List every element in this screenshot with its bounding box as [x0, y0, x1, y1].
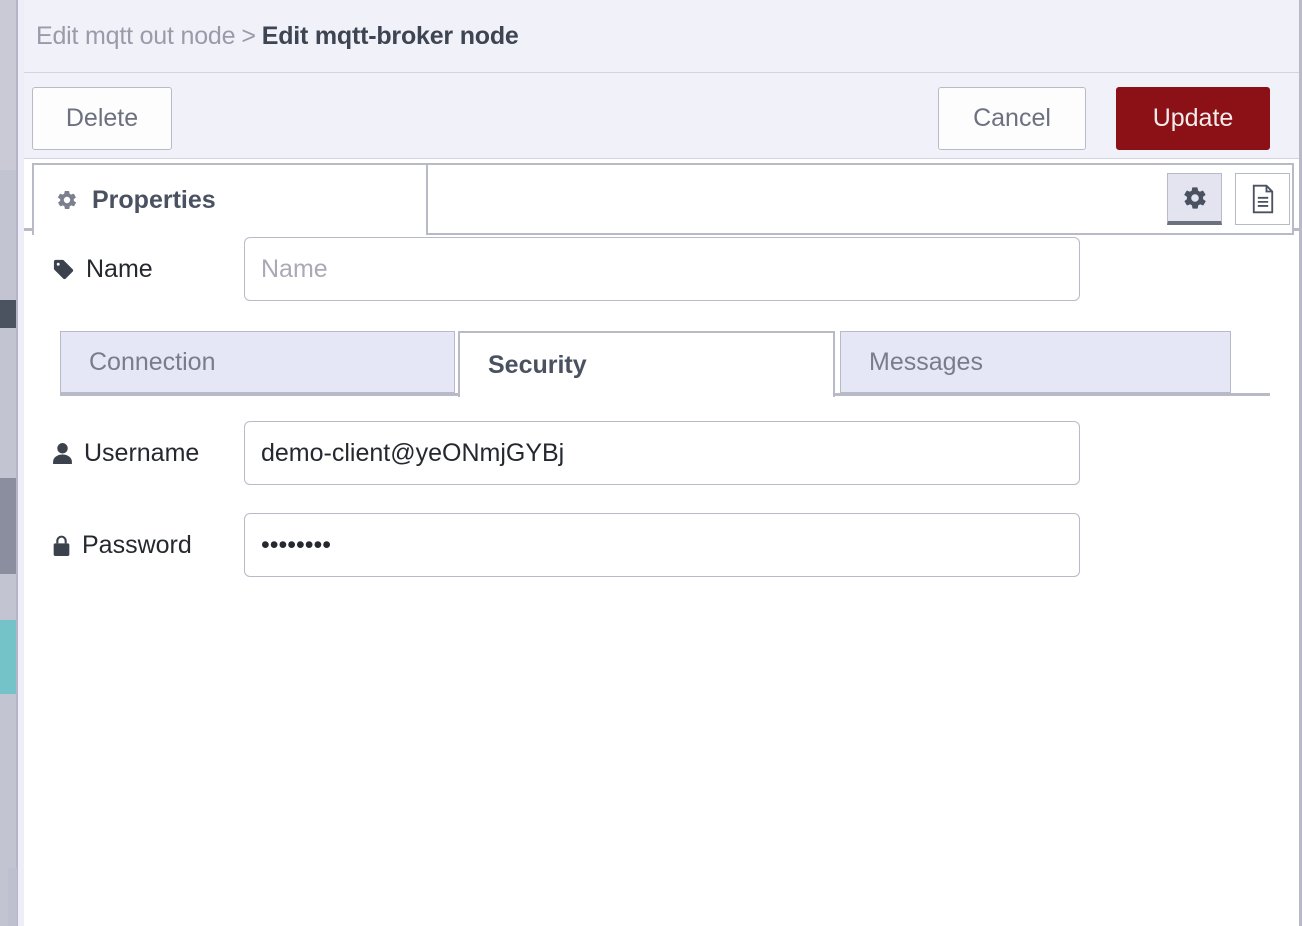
gear-icon — [56, 189, 78, 211]
canvas-edge-sliver — [0, 0, 18, 926]
breadcrumb-parent[interactable]: Edit mqtt out node — [36, 21, 236, 50]
tag-icon — [52, 258, 75, 281]
canvas-node-fragment — [0, 620, 18, 694]
name-label-text: Name — [86, 254, 153, 283]
delete-button[interactable]: Delete — [32, 87, 172, 150]
lock-icon — [52, 534, 71, 557]
edit-node-dialog: Edit mqtt out node>Edit mqtt-broker node… — [24, 0, 1302, 926]
breadcrumb-current: Edit mqtt-broker node — [261, 21, 519, 50]
username-label: Username — [24, 439, 244, 468]
name-row: Name — [24, 237, 1080, 301]
username-label-text: Username — [84, 438, 200, 467]
dialog-header: Edit mqtt out node>Edit mqtt-broker node — [24, 0, 1302, 73]
settings-subtabs: Connection Security Messages — [24, 331, 1302, 399]
password-input[interactable] — [244, 513, 1080, 577]
password-row: Password — [24, 513, 1080, 577]
breadcrumb: Edit mqtt out node>Edit mqtt-broker node — [36, 22, 519, 51]
canvas-node-fragment — [0, 478, 18, 574]
dialog-body: Name Connection Security Messages Userna… — [24, 231, 1302, 926]
tab-properties[interactable]: Properties — [32, 163, 428, 235]
password-label: Password — [24, 531, 244, 560]
tab-strip-empty-region — [428, 163, 1294, 235]
password-label-text: Password — [82, 530, 192, 559]
user-icon — [52, 442, 73, 465]
description-icon — [1250, 184, 1276, 214]
tab-properties-label: Properties — [92, 185, 216, 214]
panel-gap — [18, 0, 24, 926]
update-button[interactable]: Update — [1116, 87, 1270, 150]
gear-tool-button[interactable] — [1167, 173, 1222, 225]
subtab-security[interactable]: Security — [458, 331, 835, 397]
username-input[interactable] — [244, 421, 1080, 485]
description-tool-button[interactable] — [1235, 173, 1290, 225]
dialog-tab-strip: Properties — [24, 159, 1302, 235]
dialog-right-edge — [1299, 0, 1302, 926]
canvas-edge-line — [16, 0, 18, 926]
subtab-messages[interactable]: Messages — [840, 331, 1231, 393]
dialog-action-bar: Delete Cancel Update — [24, 73, 1302, 159]
canvas-node-fragment — [0, 300, 18, 328]
name-input[interactable] — [244, 237, 1080, 301]
subtab-connection[interactable]: Connection — [60, 331, 455, 393]
breadcrumb-separator: > — [241, 21, 256, 50]
cancel-button[interactable]: Cancel — [938, 87, 1086, 150]
name-label: Name — [24, 255, 244, 284]
canvas-scroll-handle[interactable] — [8, 868, 17, 926]
gear-icon — [1182, 185, 1208, 211]
username-row: Username — [24, 421, 1080, 485]
canvas-node-fragment — [0, 0, 18, 170]
